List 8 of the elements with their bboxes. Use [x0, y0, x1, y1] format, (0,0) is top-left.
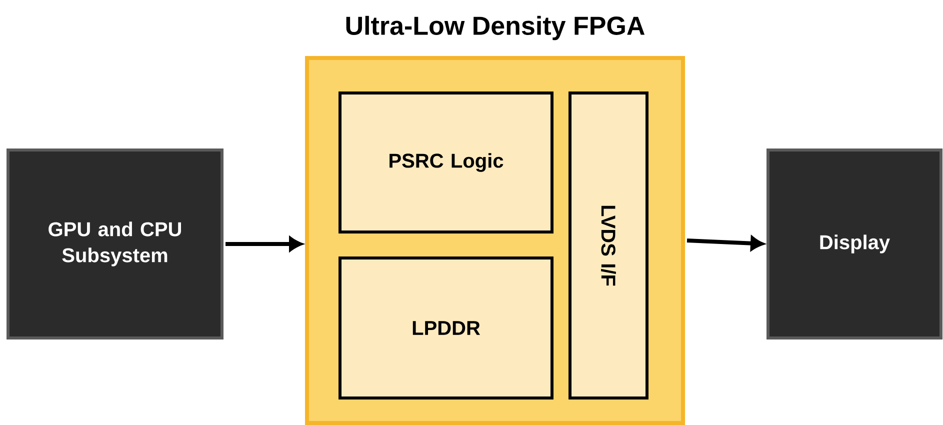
block-title: Ultra-Low Density FPGA — [346, 16, 645, 40]
arrow — [226, 236, 302, 252]
arrow — [686, 236, 764, 250]
system-box: GPU and CPU Subsystem — [6, 148, 224, 340]
display-box: Display — [766, 148, 942, 340]
logic-block: PSRC Logic — [338, 92, 554, 234]
memory-block: LPDDR — [338, 256, 554, 400]
interface-block: LVDS I/F — [568, 92, 648, 400]
